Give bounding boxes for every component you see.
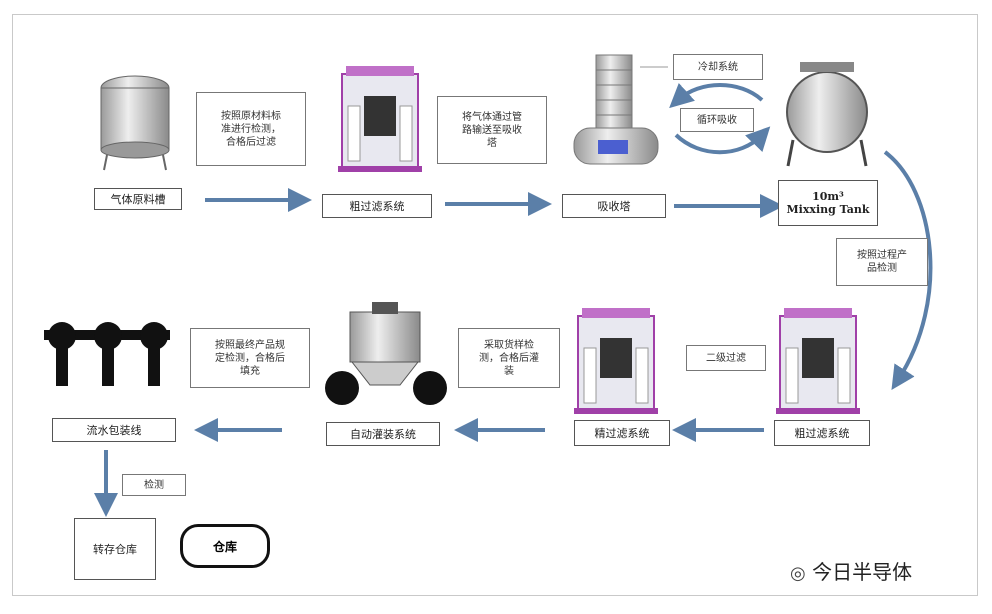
conveyor-icon (44, 322, 170, 386)
note-final-check: 按照最终产品规 定检测，合格后 填充 (190, 328, 310, 388)
node-coarse-filter-1: 粗过滤系统 (322, 194, 432, 218)
wechat-icon: ◎ (790, 563, 806, 584)
node-coarse-filter-2: 粗过滤系统 (774, 420, 870, 446)
filter-unit-icon (776, 308, 860, 414)
note-sample-check: 采取货样检 测，合格后灌 装 (458, 328, 560, 388)
mixing-vessel-icon (786, 62, 868, 167)
note-inspection: 检测 (122, 474, 186, 496)
node-raw-tank: 气体原料槽 (94, 188, 182, 210)
node-transfer-warehouse: 转存仓库 (74, 518, 156, 580)
note-gas-pipe: 将气体通过管 路输送至吸收 塔 (437, 96, 547, 164)
watermark: ◎ 今日半导体 (790, 560, 913, 584)
filling-machine-icon (325, 302, 447, 405)
node-warehouse: 仓库 (180, 524, 270, 568)
node-auto-fill: 自动灌装系统 (326, 422, 440, 446)
note-circulation: 循环吸收 (680, 108, 754, 132)
flow-arrows (94, 83, 933, 517)
filter-unit-icon (574, 308, 658, 414)
node-mixing-tank: 10m³ Mixxing Tank (778, 180, 878, 226)
node-fine-filter: 精过滤系统 (574, 420, 670, 446)
absorption-tower-icon (573, 54, 659, 165)
steel-tank-icon (100, 75, 170, 171)
note-cooling: 冷却系统 (673, 54, 763, 80)
note-secondary-filter: 二级过滤 (686, 345, 766, 371)
note-raw-check: 按照原材料标 准进行检测， 合格后过滤 (196, 92, 306, 166)
node-packaging-line: 流水包装线 (52, 418, 176, 442)
filter-unit-icon (338, 66, 422, 172)
note-process-check: 按照过程产 品检测 (836, 238, 928, 286)
node-absorption-tower: 吸收塔 (562, 194, 666, 218)
